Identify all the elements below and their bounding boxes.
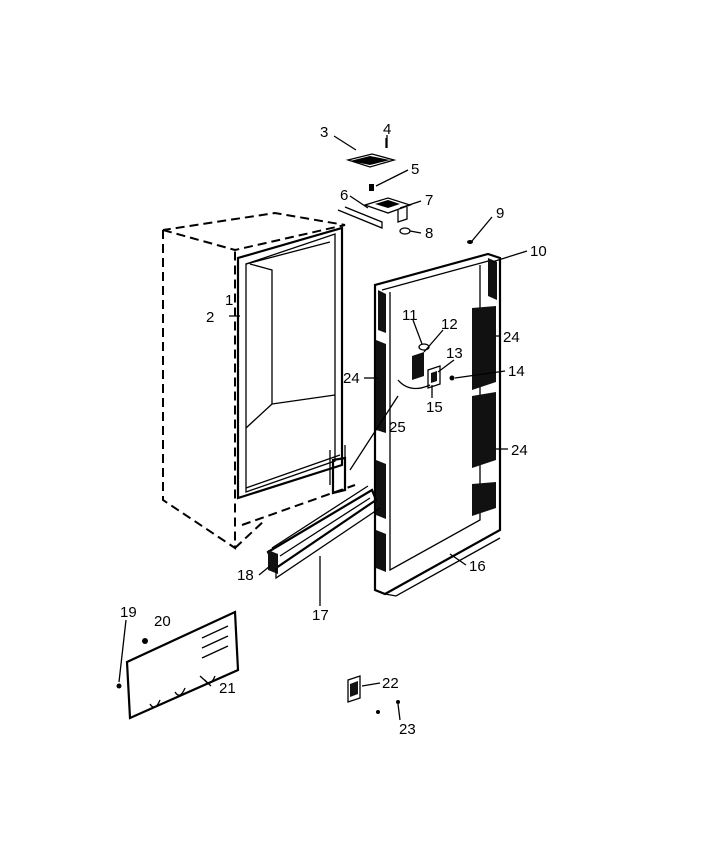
callout-2: 2 (206, 309, 214, 326)
callout-14: 14 (508, 363, 525, 380)
callout-4: 4 (383, 121, 391, 138)
callout-20: 20 (154, 613, 171, 630)
callout-labels: 3 4 5 6 7 8 9 10 1 2 11 12 13 14 15 24 2… (120, 121, 547, 738)
door (373, 252, 502, 597)
callout-23: 23 (399, 721, 416, 738)
callout-22: 22 (382, 675, 399, 692)
callout-8: 8 (425, 225, 433, 242)
callout-7: 7 (425, 192, 433, 209)
access-panel (116, 610, 240, 720)
callout-24-top: 24 (503, 329, 520, 346)
callout-21: 21 (219, 680, 236, 697)
callout-6: 6 (340, 187, 348, 204)
callout-5: 5 (411, 161, 419, 178)
callout-24-left: 24 (343, 370, 360, 387)
callout-25: 25 (389, 419, 406, 436)
callout-3: 3 (320, 124, 328, 141)
callout-19: 19 (120, 604, 137, 621)
callout-12: 12 (441, 316, 458, 333)
callout-1: 1 (225, 292, 233, 309)
callout-16: 16 (469, 558, 486, 575)
callout-10: 10 (530, 243, 547, 260)
callout-17: 17 (312, 607, 329, 624)
leader-lines (118, 135, 528, 721)
callout-18: 18 (237, 567, 254, 584)
top-hinge-assembly (337, 138, 473, 244)
callout-15: 15 (426, 399, 443, 416)
cabinet (162, 211, 356, 550)
callout-9: 9 (496, 205, 504, 222)
bracket-22 (347, 675, 400, 714)
callout-13: 13 (446, 345, 463, 362)
callout-24-bottom: 24 (511, 442, 528, 459)
toe-grille (266, 485, 381, 580)
callout-11: 11 (402, 307, 418, 324)
